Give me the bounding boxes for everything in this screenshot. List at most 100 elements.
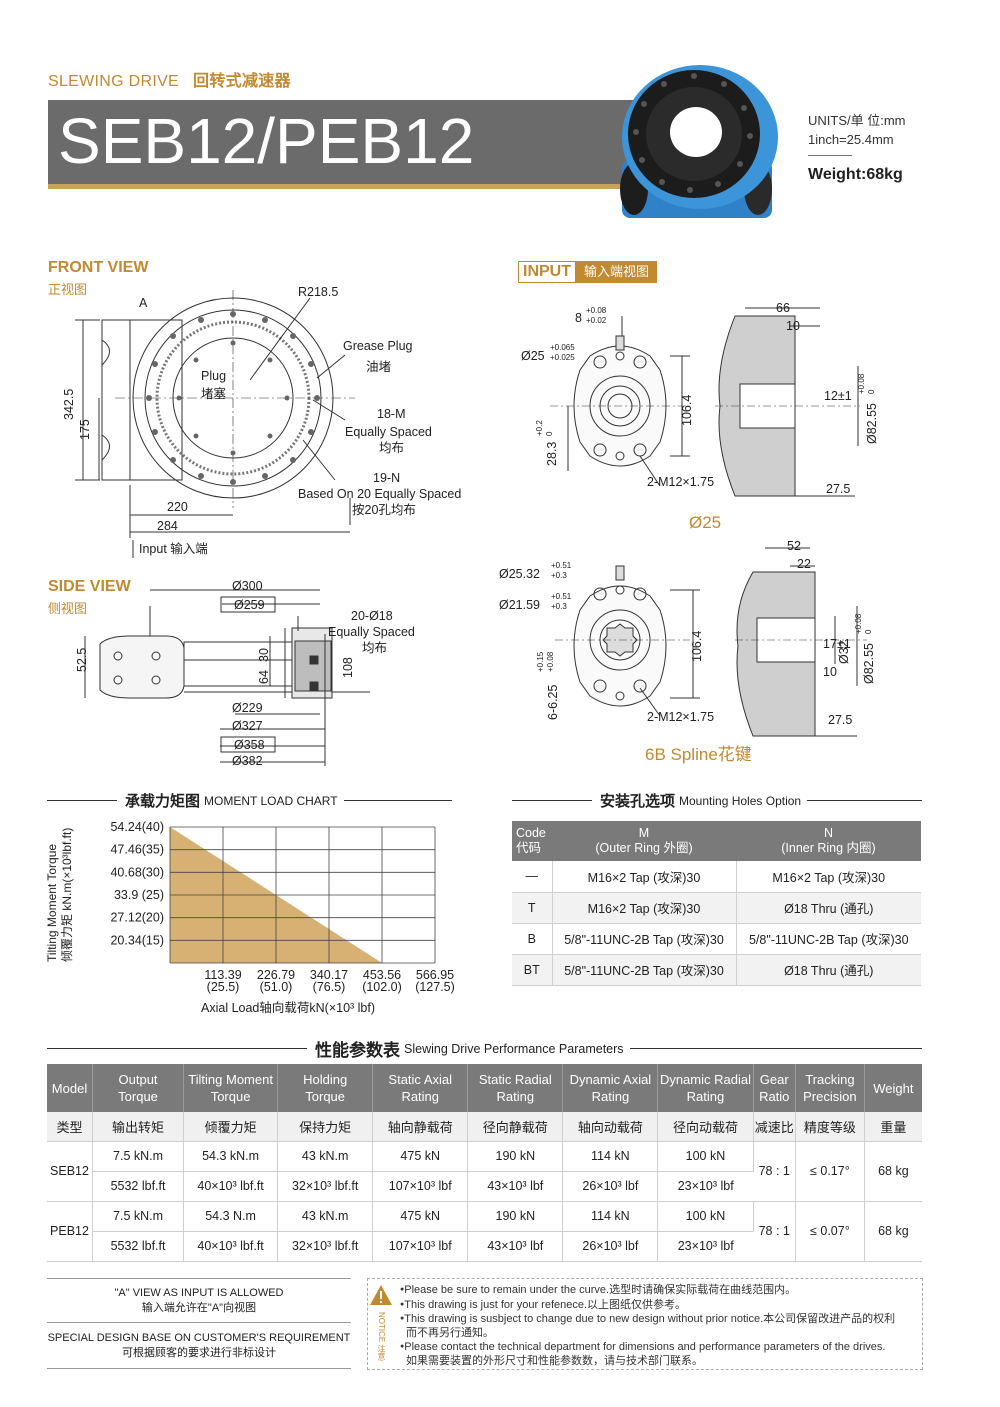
dim-30: 30 — [257, 648, 271, 662]
label-based-on-cn: 按20孔均布 — [352, 503, 416, 517]
performance-heading-cn: 性能参数表 — [315, 1041, 400, 1060]
units-divider — [808, 155, 852, 156]
dim-175: 175 — [78, 419, 92, 440]
pt-precision: ≤ 0.17° — [795, 1141, 865, 1202]
mounting-inner: 5/8"-11UNC-2B Tap (攻深)30 — [736, 923, 921, 955]
pt-cell: 26×10³ lbf — [562, 1231, 659, 1262]
mounting-heading-cn: 安装孔选项 — [600, 793, 676, 810]
pt-cell: 100 kN — [657, 1141, 754, 1172]
dim-27-5: 27.5 — [826, 482, 850, 496]
x-tick-label: 113.39 — [204, 968, 241, 982]
label-equally-spaced: Equally Spaced — [345, 425, 432, 439]
pt-cn-weight: 重量 — [864, 1112, 922, 1142]
dim-52-5: 52.5 — [75, 648, 89, 672]
x-tick-sub-label: (51.0) — [260, 980, 293, 994]
dim-6-25-tol-lower: +0.08 — [546, 651, 555, 672]
x-tick-label: 226.79 — [257, 968, 295, 982]
pt-cn-ratio: 减速比 — [753, 1112, 796, 1142]
note-item: This drawing is susbject to change due t… — [400, 1312, 920, 1327]
pt-cell: 5532 lbf.ft — [92, 1231, 185, 1262]
dim-108: 108 — [341, 657, 355, 678]
pt-cell: 54.3 kN.m — [183, 1141, 279, 1172]
pt-th-weight: Weight — [864, 1064, 922, 1112]
model-title: SEB12/PEB12 — [58, 105, 475, 177]
mounting-code: B — [512, 923, 553, 955]
ring-bore — [670, 107, 722, 157]
footer-left-notes: "A" VIEW AS INPUT IS ALLOWED 输入端允许在"A"向视… — [47, 1279, 351, 1369]
label-plug: Plug — [201, 369, 226, 383]
dim-6-6-25: 6-6.25 — [546, 685, 560, 720]
a-view-en: "A" VIEW AS INPUT IS ALLOWED — [114, 1287, 284, 1299]
dim-2-m12: 2-M12×1.75 — [647, 475, 714, 489]
series-en: SLEWING DRIVE — [48, 73, 180, 90]
note-item-cont: 如果需要装置的外形尺寸和性能参数数，请与技术部门联系。 — [406, 1354, 703, 1367]
performance-header-row: Model Output Torque Tilting Moment Torqu… — [47, 1064, 922, 1112]
pt-th-output-torque: Output Torque — [92, 1064, 185, 1112]
dim-d32: Ø32 — [837, 640, 851, 664]
performance-row-seb12-metric: SEB12 7.5 kN.m 54.3 kN.m 43 kN.m 475 kN … — [47, 1141, 922, 1202]
performance-table: Model Output Torque Tilting Moment Torqu… — [47, 1064, 922, 1262]
pt-cn-model: 类型 — [47, 1112, 94, 1142]
label-based-on: Based On 20 Equally Spaced — [298, 487, 461, 501]
mounting-inner: M16×2 Tap (攻深)30 — [736, 861, 921, 893]
mounting-row: — M16×2 Tap (攻深)30 M16×2 Tap (攻深)30 — [512, 861, 921, 893]
pt-weight: 68 kg — [864, 1141, 922, 1202]
notice-box — [367, 1278, 923, 1370]
dim-12: 12±1 — [824, 389, 852, 403]
dim-52: 52 — [787, 539, 801, 553]
performance-row-peb12-metric: PEB12 7.5 kN.m 54.3 N.m 43 kN.m 475 kN 1… — [47, 1201, 922, 1262]
moment-chart-heading-en: MOMENT LOAD CHART — [204, 793, 338, 808]
dim-342: 342.5 — [62, 389, 76, 420]
pt-th-gear-ratio: Gear Ratio — [753, 1064, 796, 1112]
x-tick-label: 340.17 — [310, 968, 348, 982]
bolt-holes — [146, 311, 320, 485]
dim-d358: Ø358 — [234, 738, 265, 752]
title-band-accent — [48, 184, 660, 189]
chart-ylabel-en: Tilting Moment Torque — [45, 843, 59, 962]
pt-cell: 40×10³ lbf.ft — [183, 1171, 279, 1202]
pt-cell: 114 kN — [562, 1201, 659, 1232]
pt-cell: 190 kN — [467, 1201, 564, 1232]
dim-spline-10: 10 — [823, 665, 837, 679]
pt-th-holding-torque: Holding Torque — [277, 1064, 374, 1112]
dim-22: 22 — [797, 557, 811, 571]
performance-heading: 性能参数表 Slewing Drive Performance Paramete… — [47, 1036, 922, 1061]
pt-cn-static-radial: 径向静载荷 — [467, 1112, 564, 1142]
performance-cn-header-row: 类型 输出转矩 倾覆力矩 保持力矩 轴向静载荷 径向静载荷 轴向动载荷 径向动载… — [47, 1112, 922, 1142]
input-tag-en: INPUT — [518, 261, 576, 283]
dim-8-tol-upper: +0.08 — [586, 306, 607, 315]
mounting-code: — — [512, 861, 553, 893]
notice-label: NOTICE 注意 — [377, 1312, 386, 1361]
title-band — [48, 100, 660, 188]
x-tick-sub-label: (25.5) — [207, 980, 240, 994]
x-tick-sub-label: (102.0) — [362, 980, 402, 994]
pt-th-dynamic-radial: Dynamic Radial Rating — [657, 1064, 754, 1112]
pt-cn-tilting: 倾覆力矩 — [183, 1112, 279, 1142]
special-design-en: SPECIAL DESIGN BASE ON CUSTOMER'S REQUIR… — [47, 1332, 351, 1344]
pt-cell: 100 kN — [657, 1201, 754, 1232]
dim-d21-59-tol-lower: +0.3 — [551, 602, 567, 611]
note-item: Please be sure to remain under the curve… — [400, 1283, 920, 1298]
notice-notes: Please be sure to remain under the curve… — [400, 1283, 920, 1368]
mounting-heading: 安装孔选项 Mounting Holes Option — [512, 790, 922, 811]
mounting-header-row: Code 代码 M (Outer Ring 外圈) N (Inner Ring … — [512, 821, 921, 861]
dim-8: 8 — [575, 311, 582, 325]
series-cn: 回转式减速器 — [193, 73, 291, 90]
y-tick-label: 27.12(20) — [110, 911, 164, 925]
performance-heading-en: Slewing Drive Performance Parameters — [404, 1041, 624, 1056]
mounting-th-code: Code 代码 — [512, 821, 552, 861]
dim-d21-59: Ø21.59 — [499, 598, 540, 612]
label-r: R218.5 — [298, 285, 338, 299]
pt-cell: 7.5 kN.m — [92, 1141, 185, 1172]
warning-icon — [370, 1285, 392, 1305]
label-equally-spaced-cn: 均布 — [379, 441, 404, 455]
caption-d25: Ø25 — [689, 513, 721, 532]
pt-cell: 7.5 kN.m — [92, 1201, 185, 1232]
units-inch: 1inch=25.4mm — [808, 132, 894, 147]
dim-d82-55-tol-upper: +0.08 — [857, 373, 866, 394]
mounting-code: BT — [512, 954, 553, 986]
dim-106-4: 106.4 — [680, 395, 694, 426]
input-view-top: 8 +0.08 +0.02 Ø25 +0.065 +0.025 106.4 28… — [521, 301, 879, 532]
dim-28-3-tol-lower: 0 — [545, 431, 554, 436]
dim-17: 17±1 — [823, 637, 851, 651]
